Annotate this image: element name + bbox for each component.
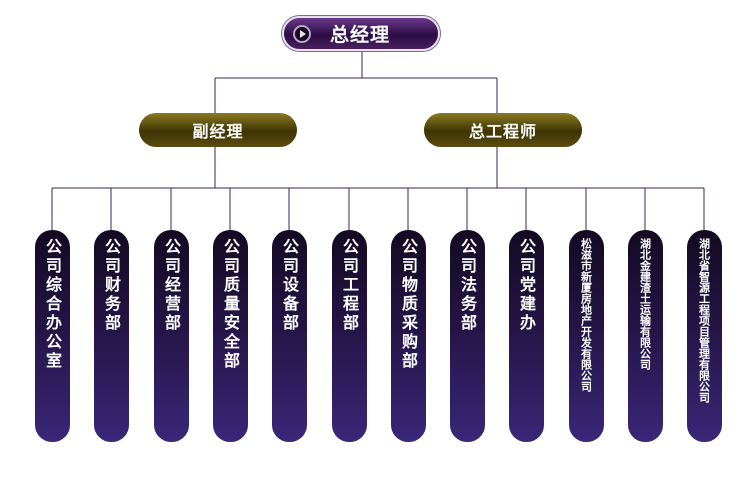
chief-engineer-label: 总工程师	[468, 122, 537, 141]
department-node: 公司质量安全部	[212, 230, 248, 442]
deputy-manager-node: 副经理	[139, 113, 297, 147]
department-node: 松滋市新厦房地产开发有限公司	[568, 230, 604, 442]
department-node: 湖北省智源工程项目管理有限公司	[686, 230, 722, 442]
department-node: 湖北金建渣土运输有限公司	[627, 230, 663, 442]
department-node: 公司设备部	[271, 230, 307, 442]
department-node: 公司财务部	[93, 230, 129, 442]
general-manager-label: 总经理	[330, 24, 391, 46]
department-label: 公司质量安全部	[221, 238, 240, 371]
department-label: 公司法务部	[458, 238, 477, 333]
department-node: 公司经营部	[153, 230, 189, 442]
department-label: 公司综合办公室	[43, 238, 62, 371]
chief-engineer-node: 总工程师	[424, 113, 582, 147]
department-label: 公司物质采购部	[399, 238, 418, 371]
department-label: 湖北省智源工程项目管理有限公司	[697, 238, 711, 403]
department-node: 公司党建办	[508, 230, 544, 442]
department-node: 公司法务部	[449, 230, 485, 442]
department-label: 公司设备部	[280, 238, 299, 333]
department-label: 松滋市新厦房地产开发有限公司	[579, 238, 593, 392]
department-label: 公司党建办	[517, 238, 536, 333]
department-label: 湖北金建渣土运输有限公司	[638, 238, 652, 370]
department-node: 公司物质采购部	[390, 230, 426, 442]
department-node: 公司工程部	[331, 230, 367, 442]
department-label: 公司财务部	[102, 238, 121, 333]
department-node: 公司综合办公室	[34, 230, 70, 442]
deputy-manager-label: 副经理	[192, 122, 244, 141]
department-label: 公司经营部	[162, 238, 181, 333]
general-manager-node: 总经理	[282, 16, 440, 51]
play-arrow-icon	[293, 25, 311, 43]
department-label: 公司工程部	[340, 238, 359, 333]
